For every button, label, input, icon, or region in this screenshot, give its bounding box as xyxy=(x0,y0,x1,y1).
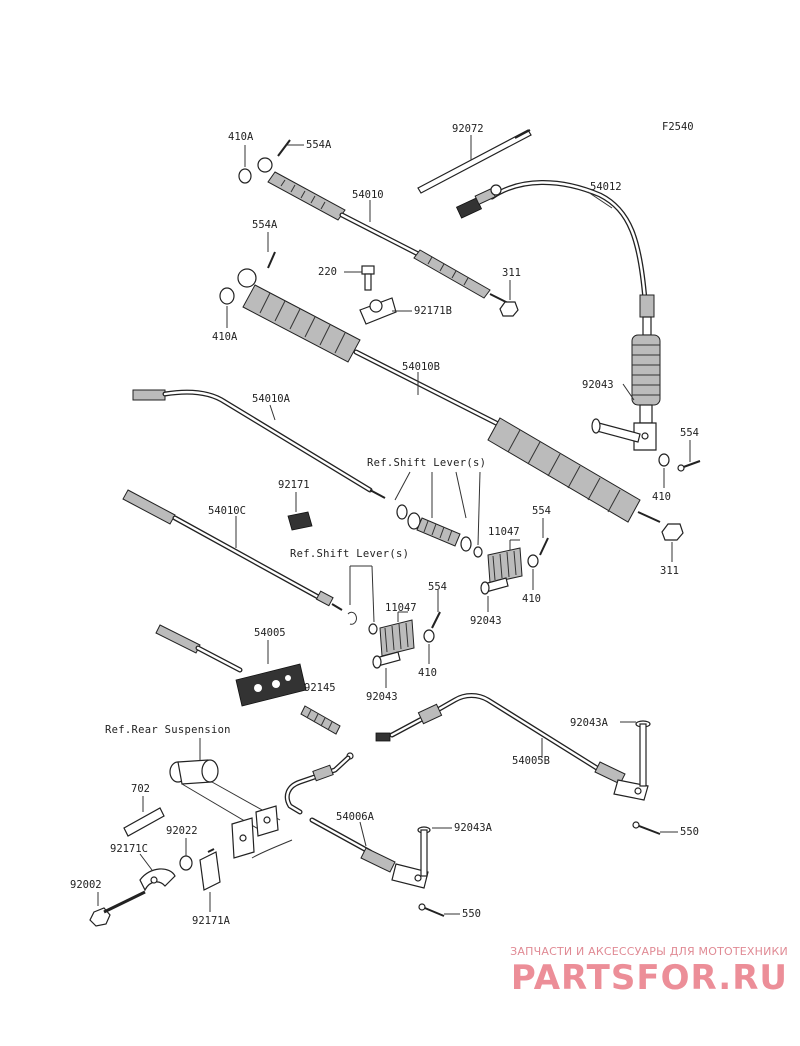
part-410-washer-a xyxy=(527,554,539,568)
part-702-collar xyxy=(123,807,165,837)
part-92043A-pin-bottom xyxy=(417,826,431,877)
label-54010B: 54010B xyxy=(402,361,440,373)
part-92171A-clamp xyxy=(199,848,221,891)
part-54010C-cable xyxy=(122,489,343,611)
part-92043-pin-right xyxy=(591,418,641,443)
label-702: 702 xyxy=(131,783,150,795)
part-550-pin-bottom xyxy=(418,903,445,917)
label-554A-top: 554A xyxy=(306,139,332,151)
part-92043A-pin-right xyxy=(635,720,651,787)
part-92072-cable-tie xyxy=(417,129,532,194)
part-92043-pin-a xyxy=(480,577,509,595)
part-92171-clip xyxy=(287,511,313,531)
label-311-top: 311 xyxy=(502,267,521,279)
part-554-cotter-a xyxy=(539,537,549,556)
label-11047-b: 11047 xyxy=(385,602,417,614)
part-54006A-cable xyxy=(284,752,429,889)
label-311-right: 311 xyxy=(660,565,679,577)
part-54005B-cable xyxy=(375,693,649,801)
part-311-nut-top xyxy=(499,301,519,317)
label-92171C: 92171C xyxy=(110,843,148,855)
part-54010A-cable xyxy=(132,389,386,499)
label-92145: 92145 xyxy=(304,682,336,694)
label-554A-mid: 554A xyxy=(252,219,278,231)
part-54010-cable xyxy=(257,157,509,304)
part-554A-cotter-mid xyxy=(267,251,276,269)
watermark: ЗАПЧАСТИ И АКСЕССУАРЫ ДЛЯ МОТОТЕХНИКИ PA… xyxy=(510,945,788,998)
part-311-nut-right xyxy=(661,523,684,541)
part-54005-cable xyxy=(155,624,307,707)
label-54005: 54005 xyxy=(254,627,286,639)
label-554-b: 554 xyxy=(428,581,447,593)
ref-shift-lever-2: Ref.Shift Lever(s) xyxy=(290,548,409,560)
part-circlip-2 xyxy=(347,611,357,625)
part-washer-2 xyxy=(368,623,378,635)
part-92171C-clamp xyxy=(139,868,176,892)
label-410-b: 410 xyxy=(418,667,437,679)
part-92043-pin-b xyxy=(372,651,401,669)
part-54012-cable xyxy=(455,180,661,451)
part-410-washer-b xyxy=(423,629,435,643)
part-410A-washer-mid xyxy=(219,287,235,305)
label-92043A-right: 92043A xyxy=(570,717,609,729)
watermark-logo: PARTSFOR.RU xyxy=(510,958,788,998)
label-410-a: 410 xyxy=(522,593,541,605)
label-92002: 92002 xyxy=(70,879,102,891)
label-410A-mid: 410A xyxy=(212,331,238,343)
part-410A-washer-top xyxy=(238,168,252,184)
label-54012: 54012 xyxy=(590,181,622,193)
part-shift-spring-set-1 xyxy=(396,504,483,558)
label-54010C: 54010C xyxy=(208,505,246,517)
ref-shift-lever-1: Ref.Shift Lever(s) xyxy=(367,457,486,469)
label-54006A: 54006A xyxy=(336,811,375,823)
label-92171B: 92171B xyxy=(414,305,452,317)
part-554A-cotter-top xyxy=(277,139,291,157)
label-92171A: 92171A xyxy=(192,915,231,927)
label-92171: 92171 xyxy=(278,479,310,491)
watermark-caption: ЗАПЧАСТИ И АКСЕССУАРЫ ДЛЯ МОТОТЕХНИКИ xyxy=(510,945,788,958)
label-92043-b: 92043 xyxy=(366,691,398,703)
part-54010B-cable xyxy=(237,268,661,523)
label-550-bottom: 550 xyxy=(462,908,481,920)
part-410-washer-right xyxy=(658,453,670,467)
part-550-pin-right xyxy=(632,821,661,835)
label-554-a: 554 xyxy=(532,505,551,517)
part-92002-bolt xyxy=(89,890,146,927)
part-11047-lever-b xyxy=(379,619,415,657)
label-220: 220 xyxy=(318,266,337,278)
label-550-right: 550 xyxy=(680,826,699,838)
label-92043-a: 92043 xyxy=(470,615,502,627)
label-410-right: 410 xyxy=(652,491,671,503)
part-11047-lever-a xyxy=(487,547,523,584)
label-54005B: 54005B xyxy=(512,755,550,767)
label-92072: 92072 xyxy=(452,123,484,135)
ref-rear-suspension: Ref.Rear Suspension xyxy=(105,724,231,736)
label-92043A-bottom: 92043A xyxy=(454,822,493,834)
label-92022: 92022 xyxy=(166,825,198,837)
label-54010: 54010 xyxy=(352,189,384,201)
part-554-cotter-b xyxy=(431,611,441,629)
part-92022-washer xyxy=(179,855,193,871)
label-11047-a: 11047 xyxy=(488,526,520,538)
part-92171B-clamp xyxy=(359,297,397,325)
part-92145-spring xyxy=(300,705,341,735)
figure-code: F2540 xyxy=(662,121,694,133)
part-220-bolt xyxy=(361,265,375,291)
part-554-cotter-right xyxy=(677,460,701,472)
label-554-right: 554 xyxy=(680,427,699,439)
label-410A-top: 410A xyxy=(228,131,254,143)
label-54010A: 54010A xyxy=(252,393,291,405)
label-92043-right: 92043 xyxy=(582,379,614,391)
part-rear-suspension-arm xyxy=(169,759,293,859)
